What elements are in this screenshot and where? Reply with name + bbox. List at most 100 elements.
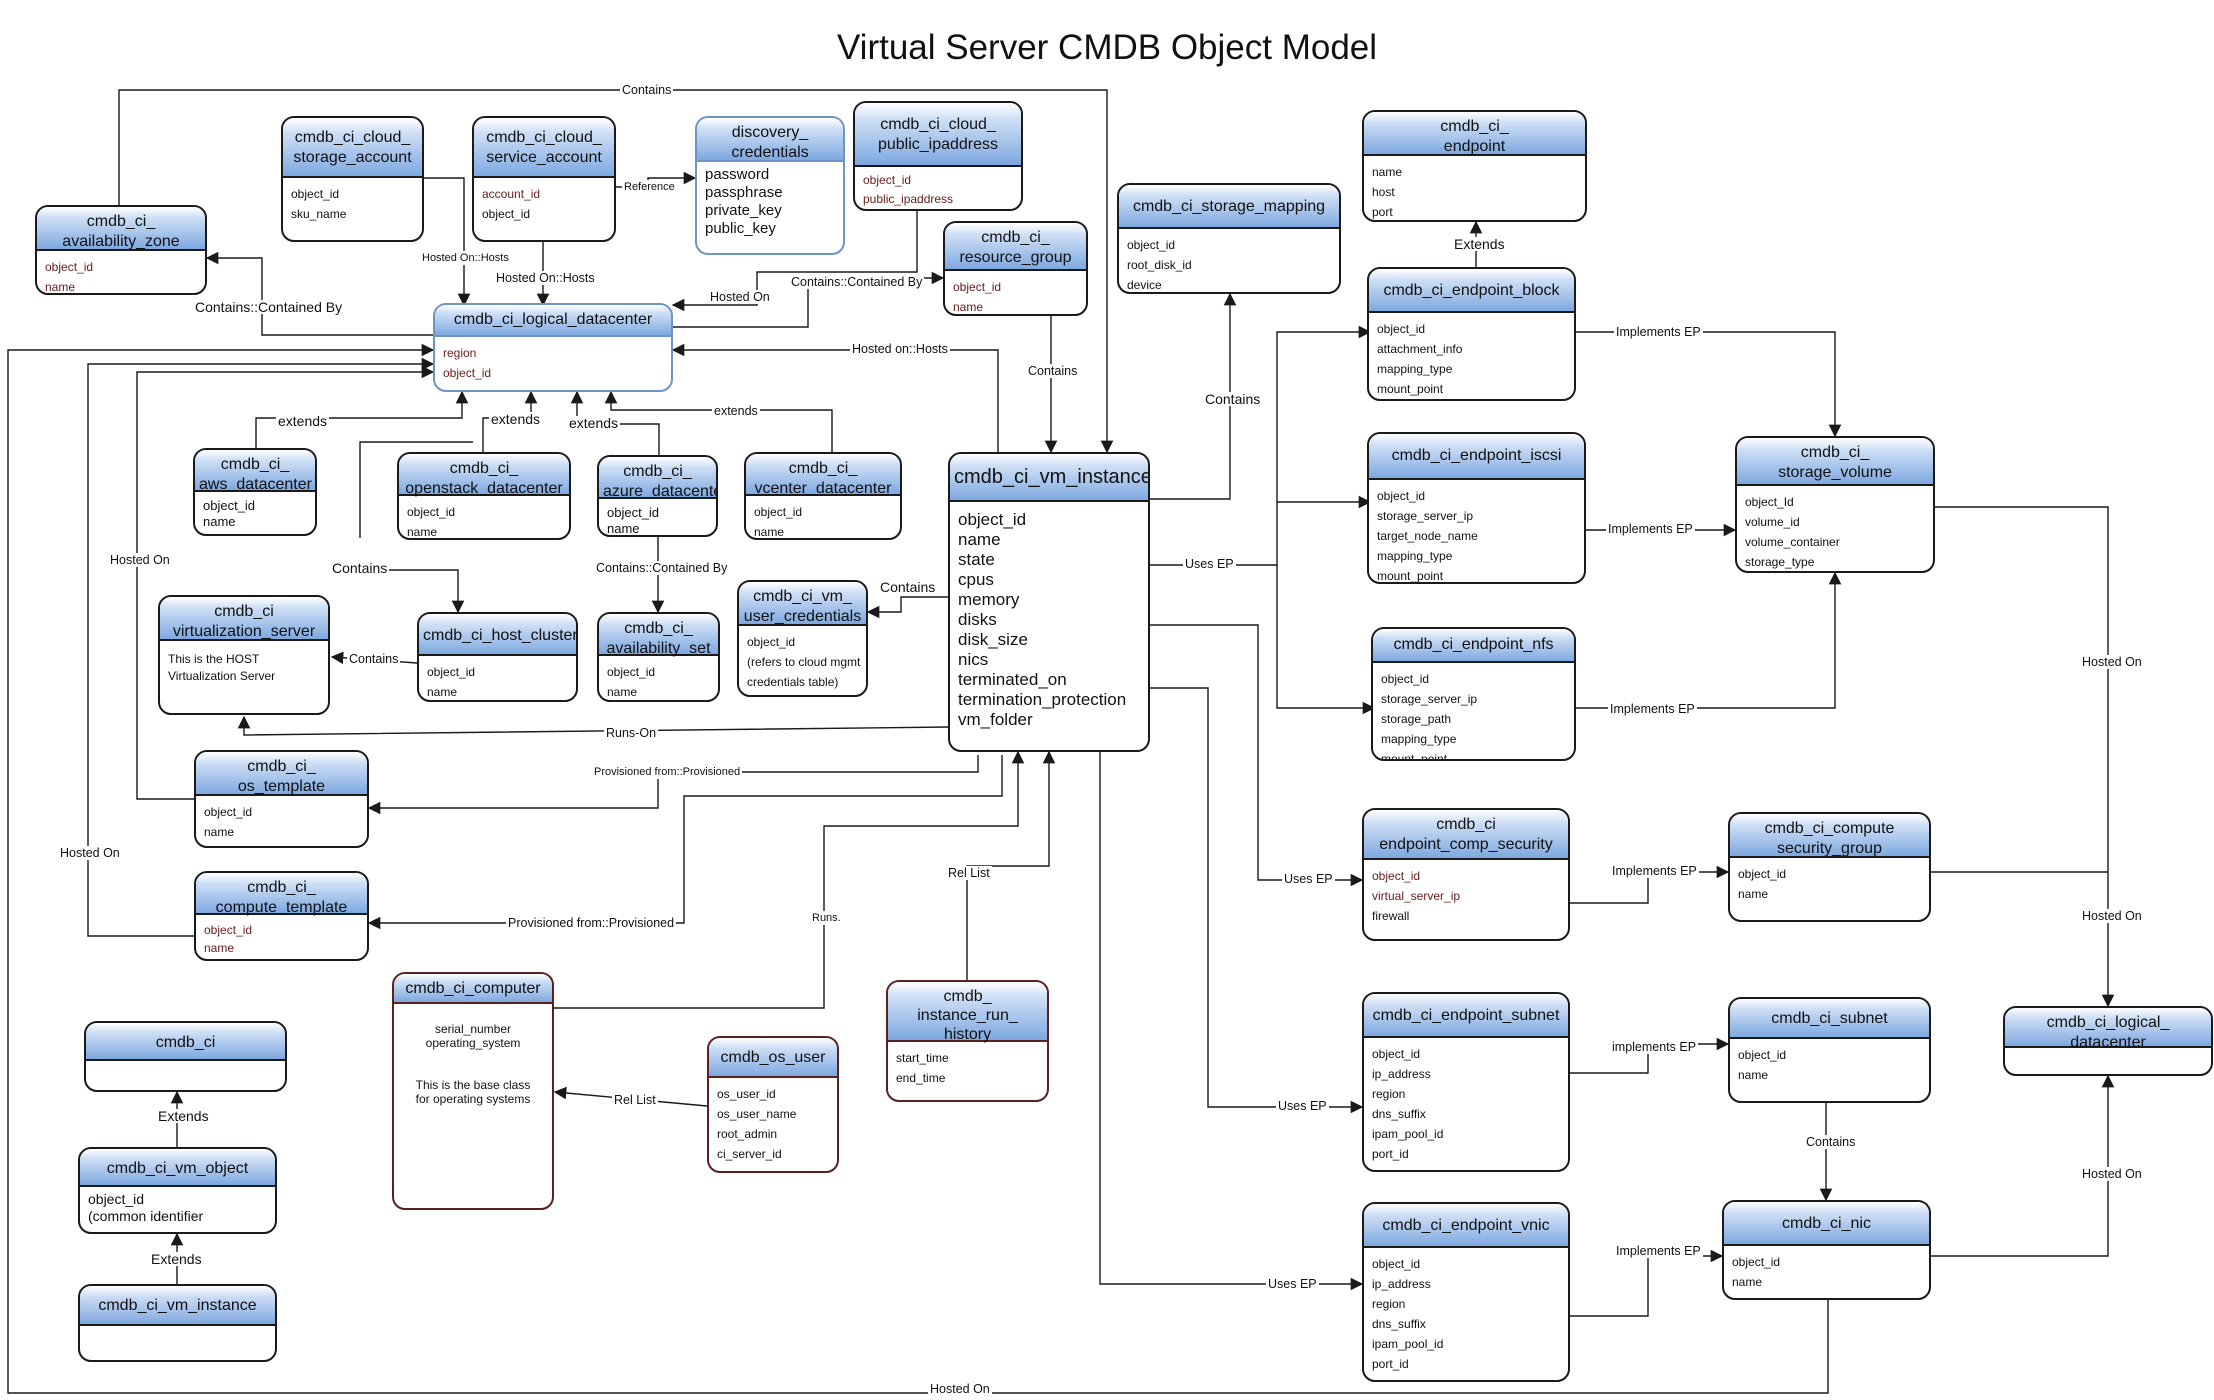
- edge-vm-subnet: [1150, 687, 1364, 1114]
- note-line: for operating systems: [415, 1092, 531, 1106]
- field: name: [427, 685, 458, 699]
- entity-cloud-public-ipaddress[interactable]: cmdb_ci_cloud_ public_ipaddress object_i…: [853, 101, 1023, 211]
- edge-label-hosted-on-nic: Hosted On: [2080, 1167, 2144, 1181]
- field: port: [1372, 205, 1393, 219]
- entity-title: cmdb_ instance_run_ history: [888, 982, 1047, 1043]
- entity-storage-volume[interactable]: cmdb_ci_ storage_volume object_Id volume_…: [1735, 436, 1935, 573]
- entity-compute-security-group[interactable]: cmdb_ci_compute security_group object_id…: [1728, 812, 1931, 922]
- field: private_key: [705, 202, 782, 219]
- edge-label-runs: Runs.: [810, 911, 843, 925]
- edge-label-uses-ep-subnet: Uses EP: [1276, 1099, 1329, 1113]
- edge-nfs-sv: [1576, 571, 1842, 709]
- edge-label-hosted-on-left-2: Hosted On: [58, 846, 122, 860]
- field: volume_id: [1745, 515, 1800, 529]
- edge-label-contains-vs: Contains: [347, 652, 401, 666]
- field: object_id: [45, 260, 94, 274]
- note-line: Virtualization Server: [168, 669, 276, 683]
- field: object_id: [482, 207, 531, 221]
- edge-label-uses-ep-compsec: Uses EP: [1282, 872, 1335, 886]
- entity-cloud-storage-account[interactable]: cmdb_ci_cloud_ storage_account object_id…: [281, 116, 424, 242]
- edge-vm-vnic: [1099, 752, 1364, 1291]
- entity-title: cmdb_ci_ endpoint: [1364, 112, 1585, 156]
- entity-logical-datacenter-2[interactable]: cmdb_ci_logical_ datacenter: [2003, 1006, 2213, 1076]
- edge-label-hosted-on-hosts: Hosted On::Hosts: [420, 251, 511, 265]
- field: attachment_info: [1377, 342, 1463, 356]
- entity-virtualization-server[interactable]: cmdb_ci virtualization_server This is th…: [158, 595, 330, 715]
- entity-vm-object[interactable]: cmdb_ci_vm_object object_id(common ident…: [78, 1147, 277, 1234]
- field: object_id: [607, 505, 660, 520]
- field: name: [204, 941, 235, 955]
- entity-cmdb-ci[interactable]: cmdb_ci: [84, 1021, 287, 1092]
- entity-vm-instance[interactable]: cmdb_ci_vm_instance object_id name state…: [948, 452, 1150, 752]
- entity-endpoint-comp-security[interactable]: cmdb_ci endpoint_comp_security object_id…: [1362, 808, 1570, 941]
- edge-label-uses-ep-vnic: Uses EP: [1266, 1277, 1319, 1291]
- entity-title: cmdb_ci_ storage_volume: [1737, 438, 1933, 486]
- entity-title: cmdb_ci_computer: [394, 974, 552, 1004]
- edge-publicip-ldc: [671, 210, 918, 312]
- edge-label-provisioned-os: Provisioned from::Provisioned: [592, 765, 743, 779]
- field: os_user_id: [717, 1087, 776, 1101]
- entity-title: discovery_ credentials: [697, 118, 843, 162]
- field: disks: [958, 610, 997, 629]
- entity-title: cmdb_ci_vm_instance: [80, 1286, 275, 1326]
- field: public_ipaddress: [863, 192, 954, 206]
- field: mapping_type: [1377, 362, 1453, 376]
- field: operating_system: [425, 1036, 521, 1050]
- field: region: [1372, 1297, 1406, 1311]
- field: mount_point: [1381, 752, 1448, 761]
- field: object_id: [958, 510, 1027, 529]
- field: storage_path: [1381, 712, 1452, 726]
- field: object_id: [1377, 489, 1426, 503]
- entity-title: cmdb_ci_ azure_datacenter: [599, 457, 716, 500]
- edge-cluster-contains: [359, 441, 473, 538]
- entity-title: cmdb_ci_endpoint_vnic: [1364, 1204, 1568, 1248]
- edge-label-contains-avset: Contains::Contained By: [594, 561, 730, 575]
- entity-vm-user-credentials[interactable]: cmdb_ci_vm_ user_credentials object_id(r…: [737, 580, 868, 697]
- entity-title: cmdb_ci_vm_instance: [950, 454, 1148, 502]
- edge-vm-vs: [237, 715, 951, 736]
- field: object_Id: [1745, 495, 1794, 509]
- edge-label-provisioned-ct: Provisioned from::Provisioned: [506, 916, 677, 930]
- page-title: Virtual Server CMDB Object Model: [836, 28, 1378, 67]
- entity-title: cmdb_ci_ os_template: [196, 752, 367, 796]
- field: credentials table): [747, 675, 839, 689]
- entity-title: cmdb_ci_vm_ user_credentials: [739, 582, 866, 626]
- entity-cloud-service-account[interactable]: cmdb_ci_cloud_ service_account account_i…: [472, 116, 616, 242]
- edge-vnic-nic: [1570, 1249, 1724, 1317]
- entity-title: cmdb_ci_subnet: [1730, 999, 1929, 1039]
- field: name: [754, 525, 785, 539]
- entity-title: cmdb_ci_cloud_ public_ipaddress: [855, 103, 1021, 167]
- edge-label-hosted-on-csg: Hosted On: [2080, 909, 2144, 923]
- field: object_id: [203, 498, 256, 513]
- entity-title: cmdb_ci_ compute_template: [196, 873, 367, 916]
- field: object_id: [754, 505, 803, 519]
- field: name: [607, 521, 640, 536]
- edge-label-extends-vminst: Extends: [149, 1251, 204, 1267]
- entity-vm-instance-2[interactable]: cmdb_ci_vm_instance: [78, 1284, 277, 1362]
- edge-label-uses-ep: Uses EP: [1183, 557, 1236, 571]
